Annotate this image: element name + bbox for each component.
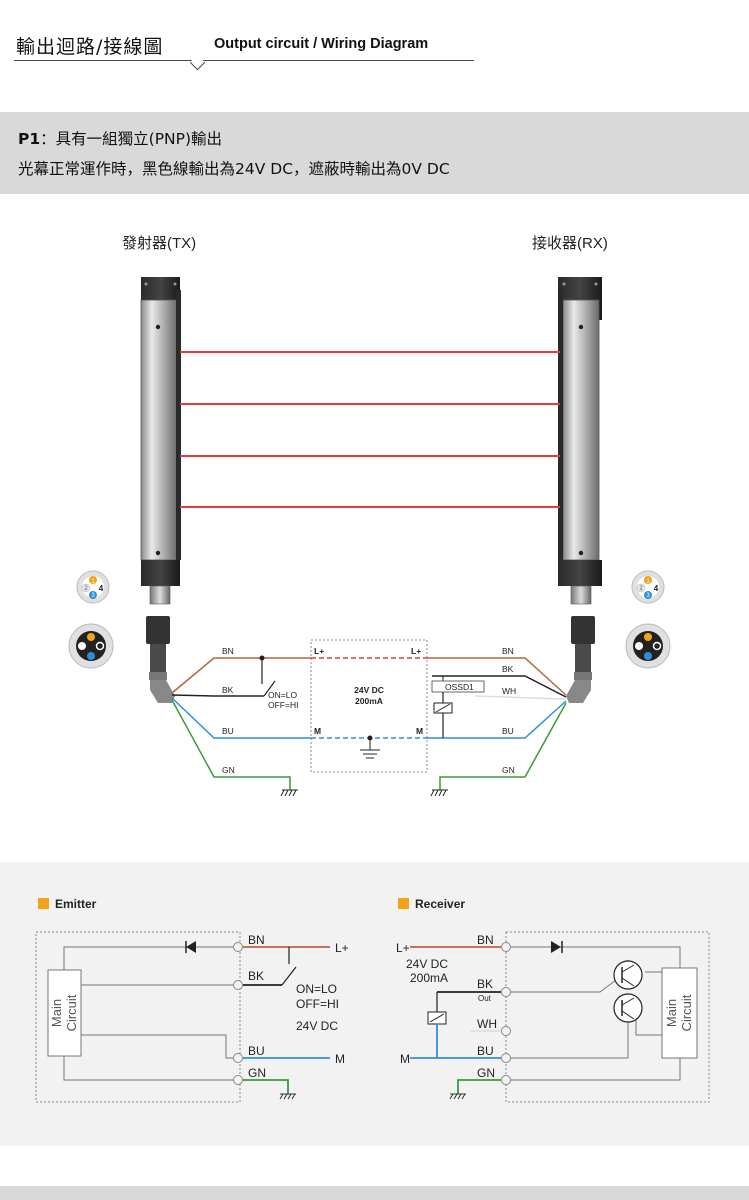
ground-icon-right (430, 789, 448, 797)
rx-bu-label: BU (502, 726, 514, 736)
tx-pin2-num: 2 (84, 586, 88, 592)
tx-pin-small-icon: 1 2 3 4 (76, 570, 110, 604)
receiver-transistor-2-icon (613, 993, 643, 1023)
emitter-ground-icon (279, 1093, 296, 1100)
receiver-bn-label: BN (477, 933, 494, 947)
receiver-m-label: M (400, 1052, 410, 1066)
rx-pin-large-icon (625, 623, 671, 669)
tx-label: 發射器(TX) (122, 235, 196, 252)
p1-label: P1 (18, 130, 41, 148)
receiver-ground-icon (449, 1093, 466, 1100)
emitter-lplus-label: L+ (335, 941, 349, 955)
tx-switch-icon (263, 680, 276, 697)
receiver-diode-icon (551, 941, 561, 953)
receiver-supply-label: 24V DC (406, 957, 448, 971)
emitter-on-label: ON=LO (296, 982, 337, 996)
receiver-wh-label: WH (477, 1017, 497, 1031)
p1-line1: P1：具有一組獨立(PNP)輸出 (18, 127, 222, 149)
switch-on-label: ON=LO (268, 690, 297, 700)
schematic-svg: Emitter Main Circuit BN BK BU GN L+ M (35, 897, 710, 1103)
rx-bn-label: BN (502, 646, 514, 656)
emitter-gn-label: GN (248, 1066, 266, 1080)
section-title: 輸出迴路/接線圖 Output circuit / Wiring Diagram (14, 30, 474, 71)
p1-line1-text: ：具有一組獨立(PNP)輸出 (40, 130, 223, 148)
rx-pin-small-icon: 1 2 3 4 (631, 570, 665, 604)
light-beams (180, 351, 560, 508)
emitter-marker (38, 898, 49, 909)
receiver-lplus-label: L+ (396, 941, 410, 955)
emitter-switch-icon (281, 966, 297, 986)
receiver-out-label: Out (478, 994, 492, 1003)
rx-pin3-num: 3 (646, 593, 650, 599)
title-underline (14, 60, 474, 61)
receiver-bu-label: BU (477, 1044, 494, 1058)
tx-bu-label: BU (222, 726, 234, 736)
supply-voltage: 24V DC (354, 685, 384, 695)
rx-pin4-num: 4 (654, 584, 659, 593)
emitter-off-label: OFF=HI (296, 997, 339, 1011)
tx-bn-label: BN (222, 646, 234, 656)
emitter-bu-label: BU (248, 1044, 265, 1058)
emitter-circuit: Main Circuit (35, 931, 330, 1103)
tx-wires (171, 657, 311, 790)
ossd-relay (431, 676, 485, 738)
rx-bk-label: BK (502, 664, 514, 674)
emitter-bn-label: BN (248, 933, 265, 947)
power-supply-box (310, 639, 428, 773)
supply-lplus-left: L+ (314, 646, 324, 656)
receiver-circuit: Main Circuit (410, 931, 710, 1103)
title-notch (189, 54, 206, 71)
receiver-transistor-1-icon (613, 960, 643, 990)
emitter-supply-label: 24V DC (296, 1019, 338, 1033)
rx-label: 接收器(RX) (532, 235, 608, 252)
tx-pin1-num: 1 (91, 579, 95, 585)
tx-gn-label: GN (222, 765, 235, 775)
rx-wires (427, 657, 567, 790)
supply-m-right: M (416, 726, 423, 736)
emitter-circuit-label: Circuit (64, 994, 79, 1031)
tx-bk-label: BK (222, 685, 234, 695)
emitter-bk-label: BK (248, 969, 264, 983)
ossd-label: OSSD1 (445, 682, 474, 692)
receiver-title: Receiver (415, 897, 465, 911)
rx-pin1-num: 1 (646, 579, 650, 585)
receiver-circuit-label: Circuit (679, 994, 694, 1031)
supply-lplus-right: L+ (411, 646, 421, 656)
rx-pin2-num: 2 (639, 586, 643, 592)
tx-emitter (140, 277, 181, 605)
rx-receiver (558, 277, 602, 605)
emitter-m-label: M (335, 1052, 345, 1066)
supply-internal (311, 657, 427, 759)
rx-gn-label: GN (502, 765, 515, 775)
rx-cable-connector (566, 616, 595, 703)
receiver-marker (398, 898, 409, 909)
tx-pin-large-icon (68, 623, 114, 669)
tx-junction (259, 655, 265, 661)
receiver-main-label: Main (664, 999, 679, 1027)
tx-pin4-num: 4 (99, 584, 104, 593)
emitter-diode-icon (186, 941, 196, 953)
title-chinese: 輸出迴路/接線圖 (16, 36, 164, 58)
switch-off-label: OFF=HI (268, 700, 298, 710)
emitter-main-label: Main (49, 999, 64, 1027)
schematic-panel: Emitter Main Circuit BN BK BU GN L+ M (0, 862, 749, 1146)
tx-pin3-num: 3 (91, 593, 95, 599)
p1-line2: 光幕正常運作時，黑色線輸出為24V DC，遮蔽時輸出為0V DC (18, 160, 450, 178)
receiver-current-label: 200mA (410, 971, 448, 985)
footer-band (0, 1186, 749, 1200)
receiver-gn-label: GN (477, 1066, 495, 1080)
supply-current: 200mA (355, 696, 383, 706)
receiver-bk-label: BK (477, 977, 493, 991)
ground-icon-left (280, 789, 298, 797)
tx-cable-connector (146, 616, 175, 703)
p1-description: P1：具有一組獨立(PNP)輸出 光幕正常運作時，黑色線輸出為24V DC，遮蔽… (0, 112, 749, 194)
rx-wh-label: WH (502, 686, 516, 696)
supply-m-left: M (314, 726, 321, 736)
title-english: Output circuit / Wiring Diagram (214, 36, 429, 52)
emitter-title: Emitter (55, 897, 97, 911)
wiring-diagram: 發射器(TX) 接收器(RX) 1 2 3 (68, 235, 671, 797)
